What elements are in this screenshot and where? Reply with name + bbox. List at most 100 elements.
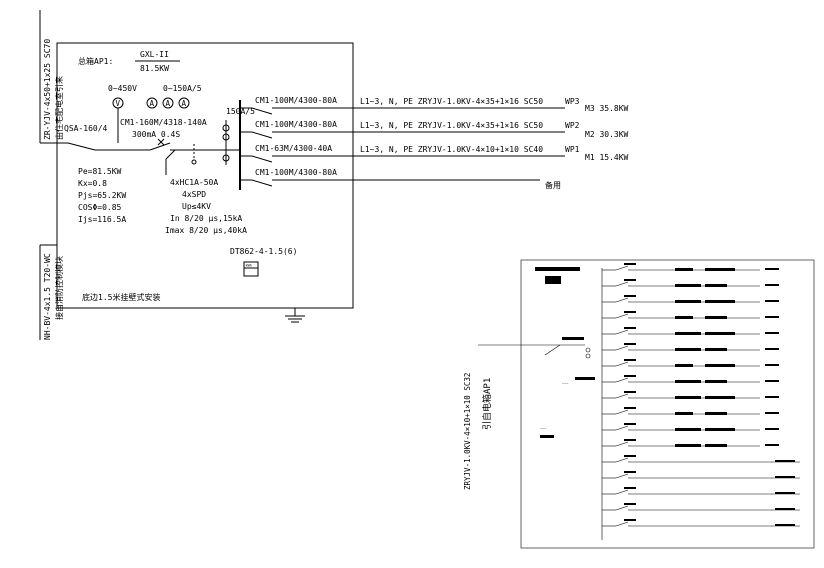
ammeter-icon-1: A — [146, 97, 158, 109]
secondary-feeder-cable: ZRYJV-1.0KV-4×10+1×10 SC32 — [463, 373, 472, 490]
main-panel-box — [56, 42, 354, 309]
secondary-branch-row — [602, 407, 779, 415]
branch-spare: CM1-100M/4300-80A 备用 — [240, 168, 561, 190]
secondary-breaker-icon — [615, 409, 629, 415]
secondary-text-block-2: ~~~ — [540, 427, 546, 431]
secondary-branch-row — [602, 455, 800, 463]
spd-up: Up≤4KV — [182, 202, 211, 211]
branch-breaker-icon — [251, 179, 273, 187]
branch-circuit-label: WP3 — [565, 97, 580, 106]
branch-load-label: M2 30.3KW — [585, 130, 629, 139]
main-switch-label: QSA-160/4 — [64, 124, 108, 133]
secondary-breaker-icon — [615, 345, 629, 351]
branch-breaker-label: CM1-100M/4300-80A — [255, 96, 337, 105]
main-busline — [40, 108, 240, 175]
branch-wp2: CM1-100M/4300-80A L1~3, N, PE ZRYJV-1.0K… — [240, 120, 629, 139]
panel-model: GXL-II — [140, 50, 169, 59]
secondary-branch-row — [602, 343, 779, 351]
branch-load-label: M1 15.4KW — [585, 153, 629, 162]
secondary-breaker-icon — [615, 425, 629, 431]
svg-text:A: A — [166, 99, 171, 108]
main-breaker-icon — [149, 142, 171, 151]
secondary-branch-row — [602, 375, 779, 383]
secondary-branch-row — [602, 423, 779, 431]
svg-text:A: A — [150, 99, 155, 108]
voltmeter-range: 0~450V — [108, 84, 137, 93]
secondary-breaker-icon — [615, 361, 629, 367]
secondary-branches — [602, 263, 800, 527]
main-breaker-label: CM1-160M/4318-140A — [120, 118, 207, 127]
spd-model: 4xSPD — [182, 190, 206, 199]
svg-text:kWh: kWh — [246, 264, 252, 268]
secondary-branch-row — [602, 295, 779, 303]
secondary-branch-row — [602, 263, 779, 271]
branch-load-label: M3 35.8KW — [585, 104, 629, 113]
control-cable-label: NH-BV-4x1.5 T20-WC — [43, 253, 52, 340]
calc-ijs: Ijs=116.5A — [78, 215, 126, 224]
secondary-header-block — [545, 276, 561, 284]
secondary-panel-box — [520, 259, 815, 549]
branch-load-label: 备用 — [545, 180, 561, 190]
secondary-breaker-icon — [615, 297, 629, 303]
spd-imax: Imax 8/20 μs,40kA — [165, 226, 247, 235]
branch-breaker-icon — [251, 155, 273, 163]
secondary-breaker-icon — [615, 489, 629, 495]
svg-text:V: V — [116, 99, 121, 108]
secondary-branch-row — [602, 519, 800, 527]
secondary-branch-row — [602, 391, 779, 399]
secondary-breaker-icon — [615, 441, 629, 447]
incoming-feeder: ZR-YJV-4x50+1x25 SC70 由住宅配电室引来 — [39, 10, 64, 143]
secondary-breaker-icon — [615, 393, 629, 399]
secondary-panel: 引自电箱AP1 ZRYJV-1.0KV-4×10+1×10 SC32 ~~~ ~… — [463, 259, 815, 549]
branch-breaker-icon — [251, 107, 273, 115]
calc-kx: Kx=0.8 — [78, 179, 107, 188]
secondary-header-bar — [535, 267, 580, 271]
meter-model: DT862-4-1.5(6) — [230, 247, 297, 256]
calc-pe: Pe=81.5KW — [78, 167, 122, 176]
branch-breaker-label: CM1-100M/4300-80A — [255, 120, 337, 129]
branch-breaker-label: CM1-100M/4300-80A — [255, 168, 337, 177]
kwh-meter-icon: kWh — [243, 261, 259, 277]
branch-cable-label: L1~3, N, PE ZRYJV-1.0KV-4×10+1×10 SC40 — [360, 145, 543, 154]
secondary-branch-row — [602, 359, 779, 367]
control-cable-note: 接自消防控制模块 — [54, 256, 64, 320]
secondary-breaker-icon — [615, 521, 629, 527]
secondary-branch-row — [602, 503, 800, 511]
branch-cable-label: L1~3, N, PE ZRYJV-1.0KV-4×35+1×16 SC50 — [360, 97, 543, 106]
secondary-branch-row — [602, 311, 779, 319]
secondary-breaker-icon — [615, 281, 629, 287]
branch-circuit-label: WP1 — [565, 145, 580, 154]
secondary-branch-row — [602, 279, 779, 287]
secondary-branch-row — [602, 471, 800, 479]
secondary-breaker-icon — [615, 457, 629, 463]
secondary-breaker-icon — [615, 377, 629, 383]
secondary-breaker-icon — [615, 473, 629, 479]
branch-wp3: CM1-100M/4300-80A L1~3, N, PE ZRYJV-1.0K… — [240, 96, 629, 115]
panel-power: 81.5KW — [140, 64, 169, 73]
leakage-label: 300mA 0.4S — [132, 130, 180, 139]
branch-breaker-label: CM1-63M/4300-40A — [255, 144, 332, 153]
calc-pjs: Pjs=65.2KW — [78, 191, 126, 200]
incoming-cable-note: 由住宅配电室引来 — [54, 76, 64, 140]
install-note: 底边1.5米挂壁式安装 — [82, 292, 160, 302]
branch-circuit-label: WP2 — [565, 121, 580, 130]
spd-in: In 8/20 μs,15kA — [170, 214, 242, 223]
main-switch-icon — [67, 142, 96, 151]
secondary-breaker-icon — [615, 265, 629, 271]
secondary-text-block-1: ~~~ — [562, 382, 568, 386]
svg-text:A: A — [182, 99, 187, 108]
branch-cable-label: L1~3, N, PE ZRYJV-1.0KV-4×35+1×16 SC50 — [360, 121, 543, 130]
calc-cos: COSΦ=0.85 — [78, 203, 122, 212]
secondary-breaker-icon — [615, 505, 629, 511]
panel-name-label: 总箱AP1: — [78, 56, 113, 66]
secondary-branch-row — [602, 439, 779, 447]
voltmeter-icon: V — [112, 97, 124, 109]
ground-icon — [285, 308, 305, 323]
incoming-cable-label: ZR-YJV-4x50+1x25 SC70 — [43, 39, 52, 140]
secondary-breaker-icon — [615, 313, 629, 319]
branch-wp1: CM1-63M/4300-40A L1~3, N, PE ZRYJV-1.0KV… — [240, 144, 629, 163]
branch-breaker-icon — [251, 131, 273, 139]
ammeter-icon-3: A — [178, 97, 190, 109]
secondary-branch-row — [602, 487, 800, 495]
ammeter-range: 0~150A/5 — [163, 84, 202, 93]
